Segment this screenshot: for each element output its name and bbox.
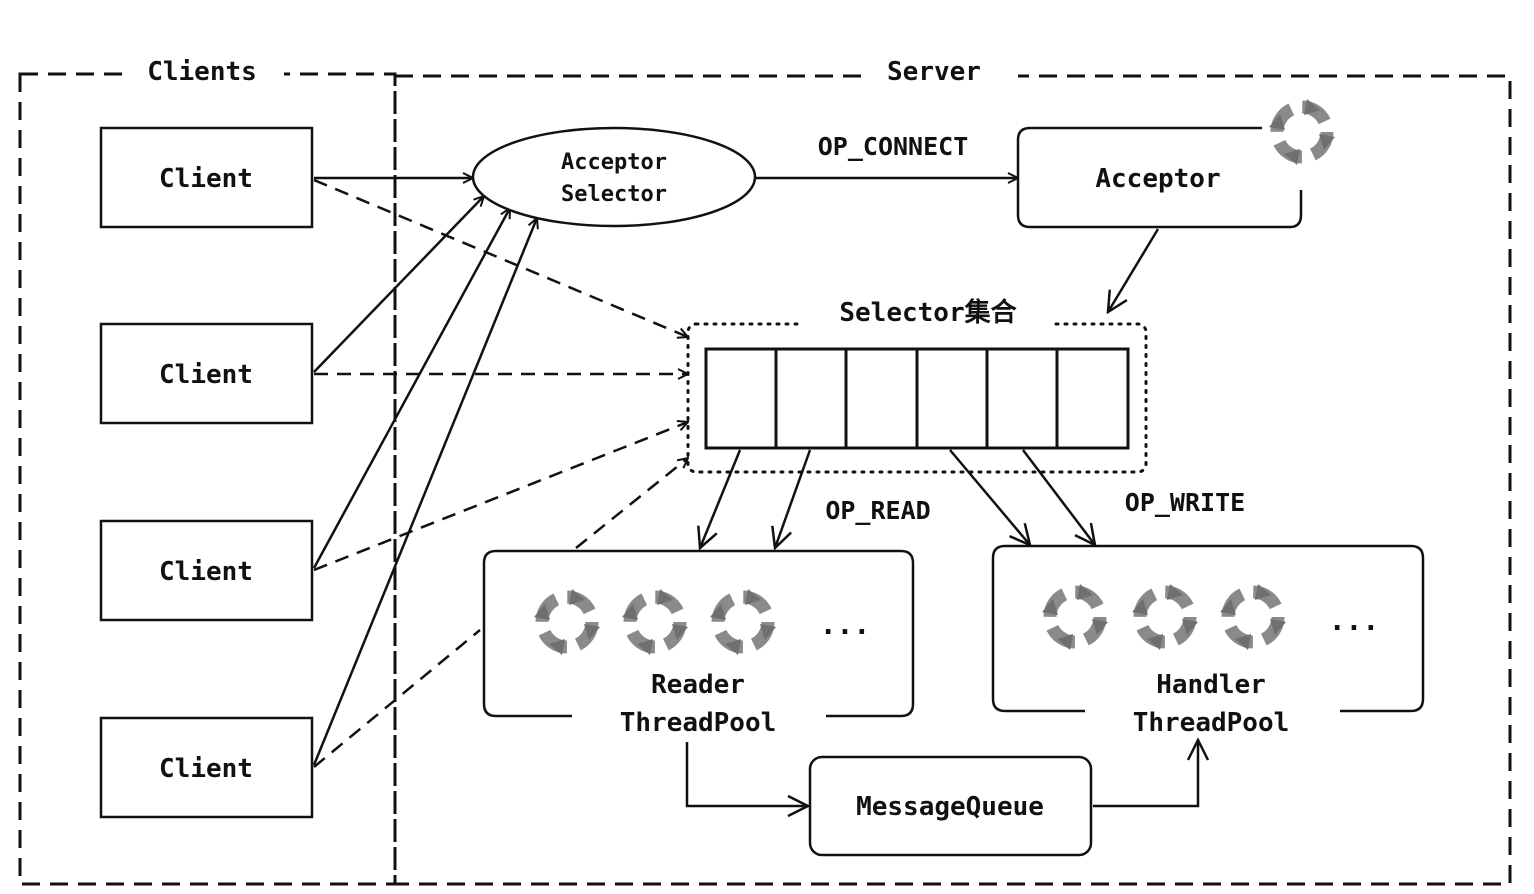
reader-to-queue-edge — [685, 742, 808, 806]
selector-set-group: Selector集合 — [686, 294, 1148, 474]
reader-label-line2: ThreadPool — [620, 708, 777, 738]
clients-region-label: Clients — [147, 57, 257, 87]
acceptor-label: Acceptor — [1095, 164, 1220, 194]
client-label: Client — [159, 557, 253, 587]
client-box: Client — [99, 126, 314, 229]
acceptor-to-selector-set-edge — [1108, 228, 1160, 312]
acceptor-selector-node: Acceptor Selector — [471, 126, 757, 228]
client-box: Client — [99, 322, 314, 425]
cycle-arrows-icon — [534, 589, 600, 655]
client-to-selector-dashed-edges — [313, 178, 688, 768]
acceptor-selector-label-line2: Selector — [561, 182, 667, 207]
server-region-label: Server — [887, 57, 981, 87]
op-write-label: OP_WRITE — [1125, 488, 1245, 517]
acceptor-node: Acceptor — [1016, 99, 1335, 229]
op-connect-label: OP_CONNECT — [818, 132, 969, 161]
op-read-label: OP_READ — [825, 496, 930, 525]
handler-label-line2: ThreadPool — [1133, 708, 1290, 738]
queue-to-handler-edge — [1093, 740, 1198, 808]
client-label: Client — [159, 754, 253, 784]
reader-ellipsis: ... — [820, 608, 871, 641]
client-to-acceptor-selector-edges — [312, 178, 537, 766]
client-box: Client — [99, 716, 314, 819]
handler-label-line1: Handler — [1156, 670, 1266, 700]
cycle-arrows-icon — [1132, 584, 1198, 650]
server-region — [393, 74, 1512, 886]
selector-to-pools-edges — [700, 449, 1095, 548]
cycle-arrows-icon — [710, 589, 776, 655]
handler-threadpool-node: ... Handler ThreadPool — [991, 544, 1425, 738]
cycle-arrows-icon — [1269, 99, 1335, 165]
clients-region — [18, 72, 397, 886]
cycle-arrows-icon — [1220, 584, 1286, 650]
client-label: Client — [159, 360, 253, 390]
cycle-arrows-icon — [1042, 584, 1108, 650]
cycle-arrows-icon — [622, 589, 688, 655]
reader-threadpool-node: ... Reader ThreadPool — [482, 549, 915, 738]
selector-set-label: Selector集合 — [839, 297, 1017, 328]
client-label: Client — [159, 164, 253, 194]
client-box: Client — [99, 519, 314, 622]
handler-ellipsis: ... — [1329, 604, 1380, 637]
reader-label-line1: Reader — [651, 670, 745, 700]
message-queue-node: MessageQueue — [808, 755, 1093, 857]
message-queue-label: MessageQueue — [856, 792, 1044, 822]
acceptor-selector-label-line1: Acceptor — [561, 150, 667, 175]
